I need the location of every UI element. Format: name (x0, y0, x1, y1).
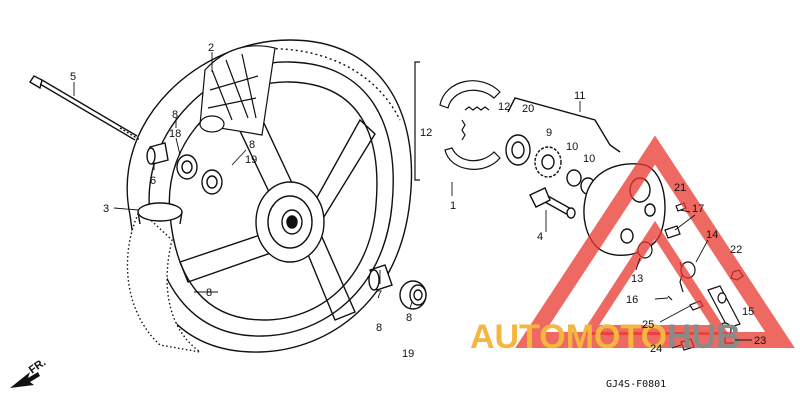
front-label: FR. (27, 356, 48, 376)
tube-section (126, 202, 201, 353)
brake-cam (529, 187, 576, 219)
callout-3: 3 (103, 203, 109, 215)
spacer-6 (146, 142, 169, 165)
watermark-text-a: AUTOMOTO (470, 318, 667, 356)
callout-22: 22 (730, 244, 742, 256)
watermark: AUTOMOTOHUB (470, 135, 795, 356)
callout-23: 23 (754, 335, 766, 347)
callout-24: 24 (650, 343, 662, 355)
spacer-7 (368, 264, 393, 291)
bearings-left (176, 154, 223, 195)
callout-4: 4 (537, 231, 543, 243)
bearing-right (399, 280, 427, 310)
callout-11: 11 (574, 90, 585, 102)
tread-section (199, 45, 276, 136)
leader-lines (73, 52, 752, 349)
callout-8-e: 8 (406, 312, 412, 324)
wheel-assembly (126, 39, 413, 353)
callout-9: 9 (546, 127, 552, 139)
callout-14: 14 (706, 229, 718, 241)
callout-2: 2 (208, 42, 214, 54)
callout-8-c: 8 (206, 287, 212, 299)
front-arrow: FR. (10, 356, 48, 388)
callout-6: 6 (150, 175, 156, 187)
callout-19-b: 19 (402, 348, 414, 360)
callout-10-b: 10 (583, 153, 595, 165)
callout-8-b: 8 (249, 139, 255, 151)
callout-8-d: 8 (376, 322, 382, 334)
brake-shoe-group (414, 61, 501, 181)
callout-1: 1 (450, 200, 456, 212)
callout-8-a: 8 (172, 109, 178, 121)
callout-21: 21 (674, 182, 686, 194)
hub-parts (505, 134, 596, 195)
arrow-icon (10, 372, 40, 388)
callout-10-a: 10 (566, 141, 578, 153)
callout-13: 13 (631, 273, 643, 285)
callout-7: 7 (376, 289, 382, 301)
callout-16: 16 (626, 294, 638, 306)
callout-12-b: 12 (420, 127, 432, 139)
callout-12-a: 12 (498, 101, 510, 113)
callout-15: 15 (742, 306, 754, 318)
callout-19-a: 19 (245, 154, 257, 166)
callout-5: 5 (70, 71, 76, 83)
watermark-text-b: HUB (667, 318, 741, 356)
callout-17: 17 (692, 203, 704, 215)
callouts: 1 2 3 4 5 6 7 8 8 8 8 8 9 10 10 11 12 12… (70, 42, 766, 360)
svg-text:AUTOMOTOHUB: AUTOMOTOHUB (470, 318, 741, 356)
callout-18: 18 (169, 128, 181, 140)
drawing-code: GJ4S-F0801 (606, 379, 666, 390)
axle (29, 75, 141, 141)
callout-25: 25 (642, 319, 654, 331)
callout-20: 20 (522, 103, 534, 115)
watermark-triangle (515, 135, 795, 348)
